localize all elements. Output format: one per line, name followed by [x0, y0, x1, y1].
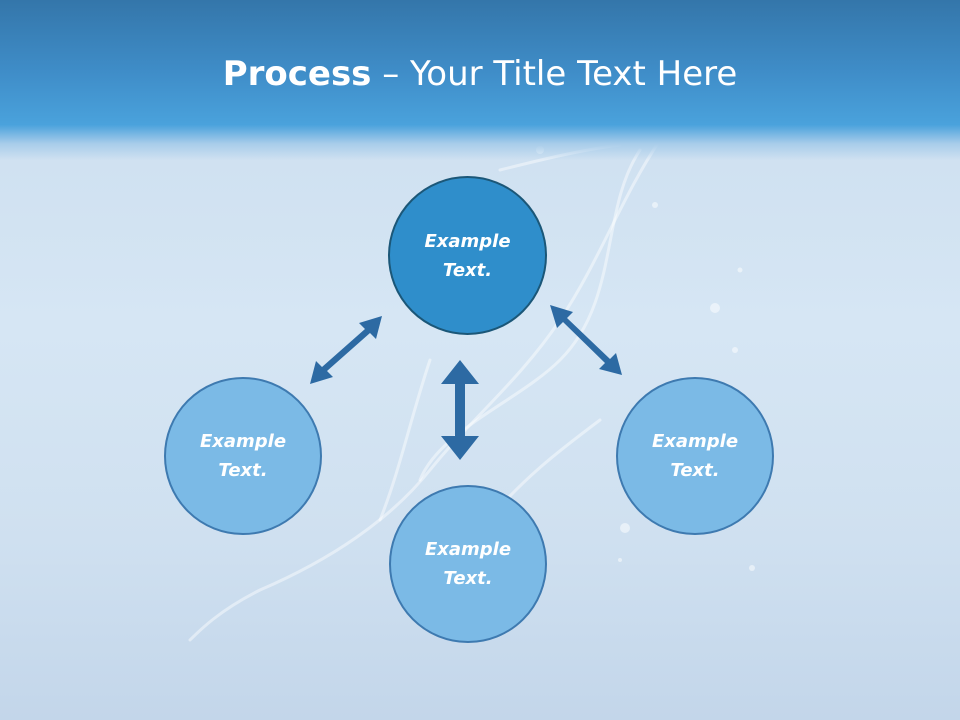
title-bold: Process: [222, 54, 372, 94]
double-arrow-icon-left: [310, 316, 382, 384]
node-bottom-label: Example Text.: [424, 539, 512, 589]
process-node-right: Example Text.: [616, 377, 774, 535]
title-rest: – Your Title Text Here: [371, 54, 738, 94]
process-node-left: Example Text.: [164, 377, 322, 535]
node-right-label: Example Text.: [651, 431, 739, 481]
process-node-bottom: Example Text.: [389, 485, 547, 643]
double-arrow-icon-center: [441, 360, 479, 460]
node-left-label: Example Text.: [199, 431, 287, 481]
process-node-top: Example Text.: [388, 176, 547, 335]
node-top-label: Example Text.: [424, 230, 511, 281]
header-bar: [0, 0, 960, 160]
page-title: Process – Your Title Text Here: [0, 50, 960, 98]
double-arrow-icon-right: [550, 305, 622, 375]
